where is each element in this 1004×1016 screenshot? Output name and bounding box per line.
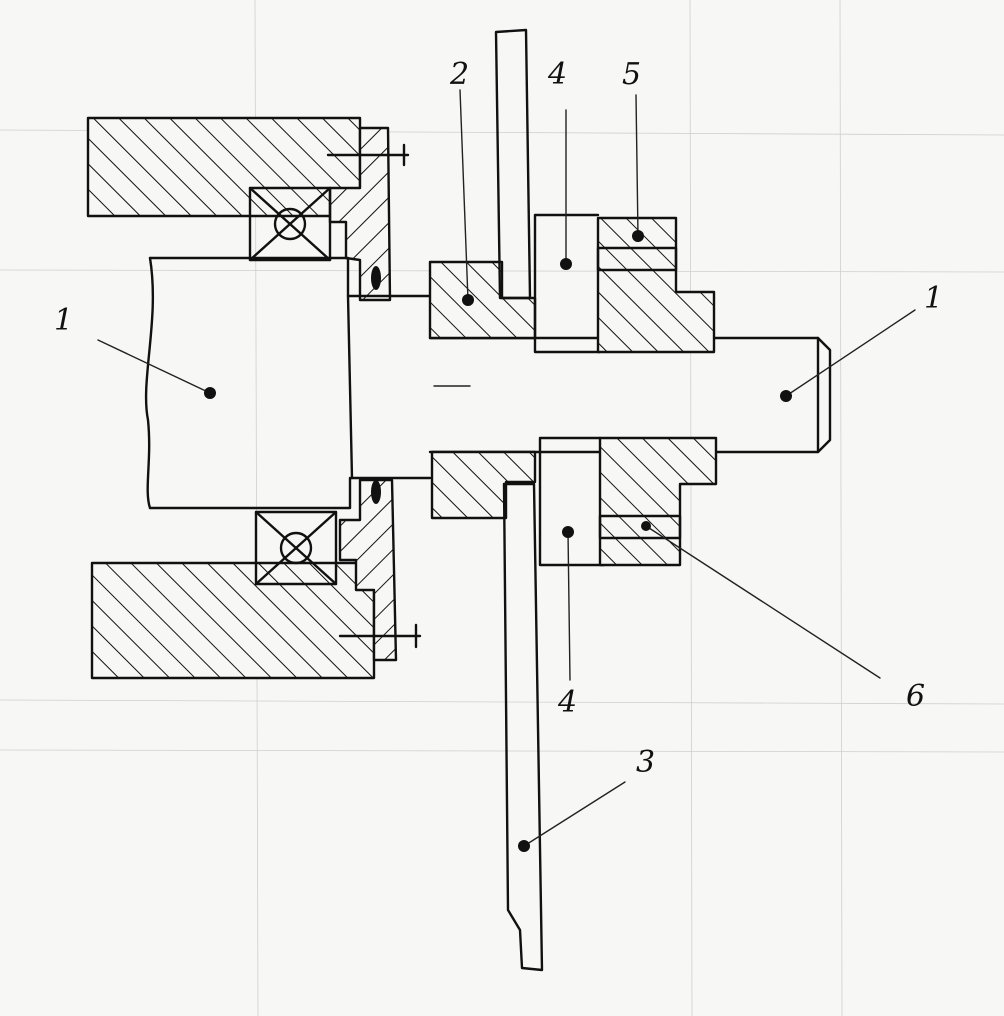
- label-cavity-bottom: 4: [557, 685, 577, 720]
- hub: [428, 260, 537, 520]
- seal-marks: [371, 266, 381, 504]
- abrasive-disc: [494, 28, 544, 972]
- housing-lower: [90, 561, 376, 680]
- label-channel: 6: [906, 679, 925, 714]
- label-nut: 5: [622, 57, 641, 92]
- label-shaft-right: 1: [924, 281, 943, 316]
- bearing-bottom: [254, 510, 338, 586]
- nut: [596, 216, 718, 567]
- bearing-top: [248, 186, 332, 262]
- housing-upper: [86, 116, 362, 218]
- label-hub: 2: [449, 57, 469, 92]
- label-disc: 3: [636, 745, 655, 780]
- shaft-body: [144, 256, 832, 510]
- label-cavity-top: 4: [547, 57, 567, 92]
- leaders: [97, 89, 916, 852]
- label-shaft-left: 1: [54, 303, 73, 338]
